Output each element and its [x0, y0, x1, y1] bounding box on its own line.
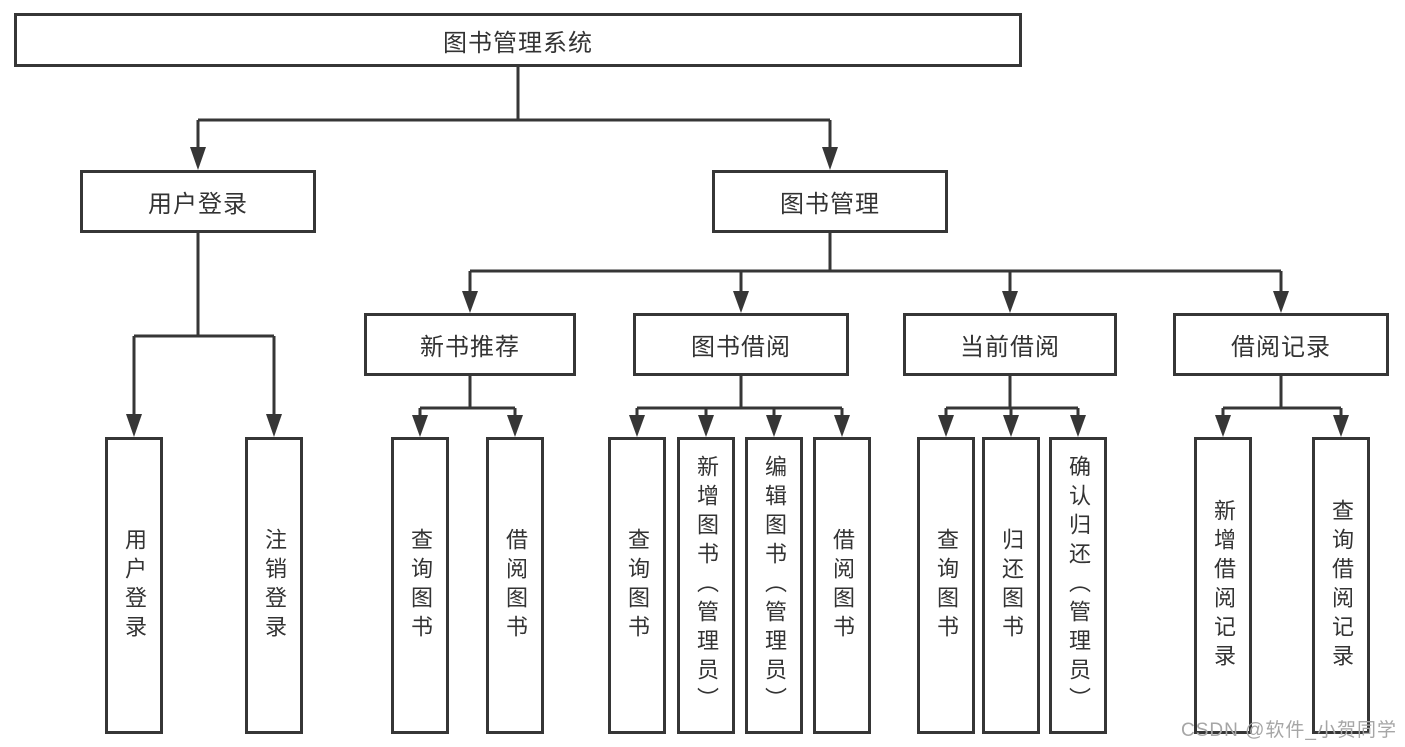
connector-new-book-recommendation-to-leaves: [412, 376, 523, 437]
leaf-query-books-recommendation: 查询图书: [391, 437, 449, 734]
leaf-edit-book-admin: 编辑图书（管理员）: [745, 437, 803, 734]
leaf-query-books-current: 查询图书: [917, 437, 975, 734]
node-book-borrowing: 图书借阅: [633, 313, 849, 376]
csdn-watermark: CSDN @软件_小贺同学: [1181, 720, 1397, 741]
node-user-login: 用户登录: [80, 170, 316, 233]
node-current-borrowing: 当前借阅: [903, 313, 1117, 376]
leaf-confirm-return-admin: 确认归还（管理员）: [1049, 437, 1107, 734]
leaf-logout-login: 注销登录: [245, 437, 303, 734]
leaf-add-book-admin: 新增图书（管理员）: [677, 437, 735, 734]
node-book-management: 图书管理: [712, 170, 948, 233]
leaf-add-borrow-record: 新增借阅记录: [1194, 437, 1252, 734]
leaf-query-books-borrowing: 查询图书: [608, 437, 666, 734]
leaf-user-login: 用户登录: [105, 437, 163, 734]
leaf-borrow-books-borrowing: 借阅图书: [813, 437, 871, 734]
leaf-return-books: 归还图书: [982, 437, 1040, 734]
connector-root-to-level2: [190, 67, 838, 170]
connector-book-borrowing-to-leaves: [629, 376, 850, 437]
connector-current-borrowing-to-leaves: [938, 376, 1086, 437]
leaf-borrow-books-recommendation: 借阅图书: [486, 437, 544, 734]
connector-user-login-to-leaves: [126, 233, 282, 437]
node-new-book-recommendation: 新书推荐: [364, 313, 576, 376]
connector-book-management-to-level3: [462, 233, 1289, 313]
node-borrowing-records: 借阅记录: [1173, 313, 1389, 376]
connector-borrowing-records-to-leaves: [1215, 376, 1349, 437]
leaf-query-borrow-record: 查询借阅记录: [1312, 437, 1370, 734]
node-root: 图书管理系统: [14, 13, 1022, 67]
